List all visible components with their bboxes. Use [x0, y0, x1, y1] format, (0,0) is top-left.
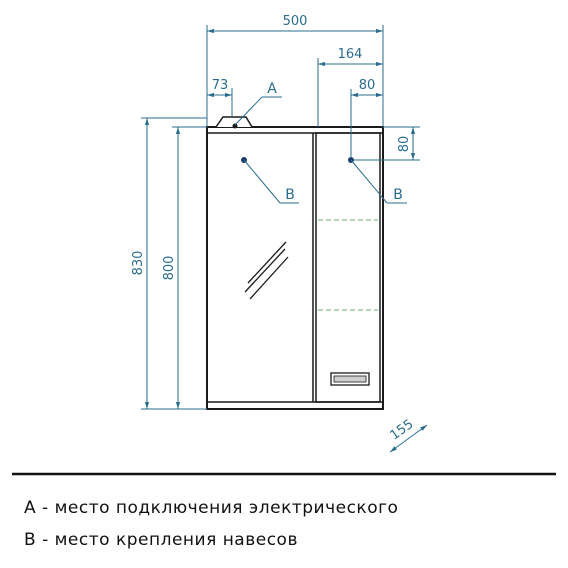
dimension-lines: [141, 25, 428, 453]
right-door: [315, 132, 381, 403]
dim-door-height: 800: [162, 256, 177, 281]
dim-left-offset: 73: [212, 78, 229, 93]
legend-item-b: В - место крепления навесов: [24, 530, 298, 550]
shelves: [318, 219, 378, 311]
dim-depth: 155: [387, 417, 416, 444]
legend-item-a: А - место подключения электрического: [24, 498, 399, 518]
dim-total-height: 830: [131, 251, 146, 276]
lamp-dot: [232, 123, 238, 129]
dim-top-offset: 80: [397, 136, 412, 153]
dim-right-section-width: 164: [338, 47, 363, 62]
cabinet-frame: [206, 126, 384, 410]
marker-a: A: [267, 81, 277, 97]
marker-b-right: B: [393, 187, 403, 203]
door-handle: [330, 372, 370, 386]
lamp-housing: [215, 116, 253, 128]
cabinet-outline: [206, 126, 384, 410]
mirror-hatch: [244, 241, 289, 300]
dim-right-offset: 80: [359, 78, 376, 93]
marker-b-left: B: [285, 187, 295, 203]
dim-total-width: 500: [283, 14, 308, 29]
